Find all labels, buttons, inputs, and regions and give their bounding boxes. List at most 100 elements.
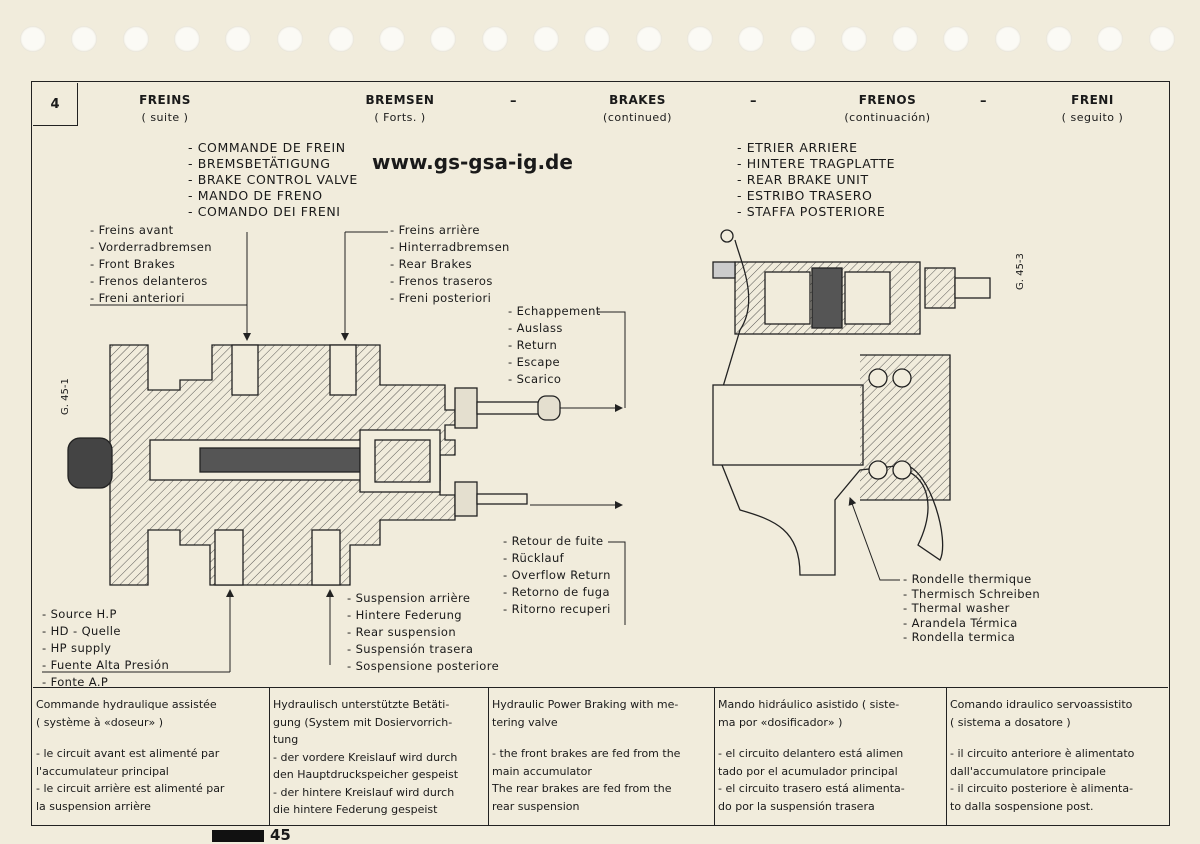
column-text: rear suspension xyxy=(492,799,580,813)
binder-hole xyxy=(276,26,303,52)
title-line: COMANDO DEI FRENI xyxy=(197,204,341,219)
header-subtitle: ( suite ) xyxy=(141,111,189,124)
column-text: to dalla sospensione post. xyxy=(950,799,1094,813)
header-dash: – xyxy=(980,94,987,109)
column-text: l'accumulateur principal xyxy=(36,764,169,778)
label-line: Retour de fuite xyxy=(511,534,604,548)
column-heading: ( sistema a dosatore ) xyxy=(950,715,1071,729)
column-text: - der vordere Kreislauf wird durch xyxy=(273,750,458,764)
label-line: Ritorno recuperi xyxy=(511,602,611,616)
title-line: HINTERE TRAGPLATTE xyxy=(746,156,896,171)
label-line: Escape xyxy=(516,355,561,369)
column-text: main accumulator xyxy=(492,764,592,778)
label-line: Thermisch Schreiben xyxy=(911,586,1041,601)
binder-hole xyxy=(738,26,765,52)
binder-hole xyxy=(430,26,457,52)
binder-hole xyxy=(122,26,149,52)
header-french: FREINS ( suite ) xyxy=(125,93,205,124)
column-heading: Mando hidráulico asistido ( siste- xyxy=(718,698,900,711)
column-text: den Hauptdruckspeicher gespeist xyxy=(273,768,459,781)
title-line: ETRIER ARRIERE xyxy=(746,140,858,155)
column-text: - the front brakes are fed from the xyxy=(492,747,681,760)
label-line: Freni posteriori xyxy=(398,291,492,305)
column-spanish: Mando hidráulico asistido ( siste- ma po… xyxy=(715,688,947,826)
label-line: Freni anteriori xyxy=(98,291,185,305)
title-line: BREMSBETÄTIGUNG xyxy=(197,156,331,171)
column-heading: Comando idraulico servoassistito xyxy=(950,698,1133,711)
column-text: - le circuit avant est alimenté par xyxy=(36,747,220,760)
label-line: Fuente Alta Presión xyxy=(50,658,170,672)
label-line: Echappement xyxy=(516,304,601,318)
title-line: STAFFA POSTERIORE xyxy=(746,204,886,219)
column-heading: ( système à «doseur» ) xyxy=(36,715,164,729)
label-line: Frenos traseros xyxy=(398,274,493,288)
label-line: Suspensión trasera xyxy=(355,642,474,656)
column-text: - il circuito anteriore è alimentato xyxy=(950,747,1135,760)
label-hp-source: - Source H.P - HD - Quelle - HP supply -… xyxy=(42,607,170,689)
header-title: FREINS xyxy=(139,93,191,107)
label-line: HP supply xyxy=(50,641,112,655)
column-text: tado por el acumulador principal xyxy=(718,764,898,778)
page-number-box: 4 xyxy=(33,83,78,126)
binder-hole xyxy=(584,26,611,52)
label-line: Source H.P xyxy=(50,607,117,621)
column-heading: tung xyxy=(273,733,299,746)
label-line: HD - Quelle xyxy=(50,624,121,638)
column-text: die hintere Federung gespeist xyxy=(273,803,438,816)
binder-hole xyxy=(327,26,354,52)
binder-hole xyxy=(1148,26,1175,52)
column-heading: Hydraulisch unterstützte Betäti- xyxy=(273,698,450,711)
label-rear-brakes: - Freins arrière - Hinterradbremsen - Re… xyxy=(390,223,510,305)
label-line: Return xyxy=(516,338,558,352)
description-table: Commande hydraulique assistée ( système … xyxy=(33,687,1168,826)
label-line: Fonte A.P xyxy=(50,675,109,689)
label-front-brakes: - Freins avant - Vorderradbremsen - Fron… xyxy=(90,223,212,305)
column-text: - el circuito trasero está alimenta- xyxy=(718,782,905,795)
column-text: The rear brakes are fed from the xyxy=(492,782,672,795)
label-line: Rear suspension xyxy=(355,625,457,639)
label-line: Front Brakes xyxy=(98,257,176,271)
column-italian: Comando idraulico servoassistito ( siste… xyxy=(947,688,1168,826)
column-heading: Commande hydraulique assistée xyxy=(36,698,217,711)
header-german: BREMSEN ( Forts. ) xyxy=(355,93,445,124)
header-subtitle: (continuación) xyxy=(844,111,931,124)
binder-hole xyxy=(840,26,867,52)
website-watermark: www.gs-gsa-ig.de xyxy=(372,150,573,174)
label-line: Arandela Térmica xyxy=(911,615,1018,630)
label-rear-suspension: - Suspension arrière - Hintere Federung … xyxy=(347,591,500,673)
label-line: Scarico xyxy=(516,372,562,386)
binder-hole xyxy=(1046,26,1072,52)
leader-lines xyxy=(42,231,900,673)
brake-control-valve-drawing xyxy=(67,344,561,586)
label-line: Vorderradbremsen xyxy=(98,240,212,254)
binder-hole xyxy=(379,26,406,52)
header-subtitle: ( Forts. ) xyxy=(374,111,426,124)
column-text: do por la suspensión trasera xyxy=(718,799,875,813)
label-line: Sospensione posteriore xyxy=(355,659,500,673)
label-line: Rondella termica xyxy=(911,630,1016,644)
column-heading: ma por «dosificador» ) xyxy=(718,715,843,729)
column-text: - le circuit arrière est alimenté par xyxy=(36,782,225,795)
label-line: Hintere Federung xyxy=(355,608,462,622)
binder-hole xyxy=(225,26,252,52)
column-text: dall'accumulatore principale xyxy=(950,764,1106,778)
column-heading: tering valve xyxy=(492,715,558,729)
label-line: Auslass xyxy=(516,321,563,335)
column-german: Hydraulisch unterstützte Betäti- gung (S… xyxy=(270,688,489,826)
label-line: Freins arrière xyxy=(398,223,480,237)
column-heading: Hydraulic Power Braking with me- xyxy=(492,698,679,711)
header-subtitle: ( seguito ) xyxy=(1061,111,1124,124)
label-line: Rondelle thermique xyxy=(911,572,1032,586)
binder-hole xyxy=(994,26,1021,52)
label-exhaust: - Echappement - Auslass - Return - Escap… xyxy=(508,304,601,386)
header-english: BRAKES (continued) xyxy=(595,93,680,124)
binder-hole xyxy=(20,26,46,52)
title-line: MANDO DE FRENO xyxy=(197,188,323,203)
page-frame xyxy=(31,81,1170,826)
binder-hole xyxy=(1097,26,1124,52)
label-line: Freins avant xyxy=(98,223,174,237)
label-line: Rücklauf xyxy=(511,551,565,565)
binder-hole xyxy=(533,26,559,52)
label-line: Thermal washer xyxy=(911,601,1010,615)
footer-bar xyxy=(212,830,264,842)
